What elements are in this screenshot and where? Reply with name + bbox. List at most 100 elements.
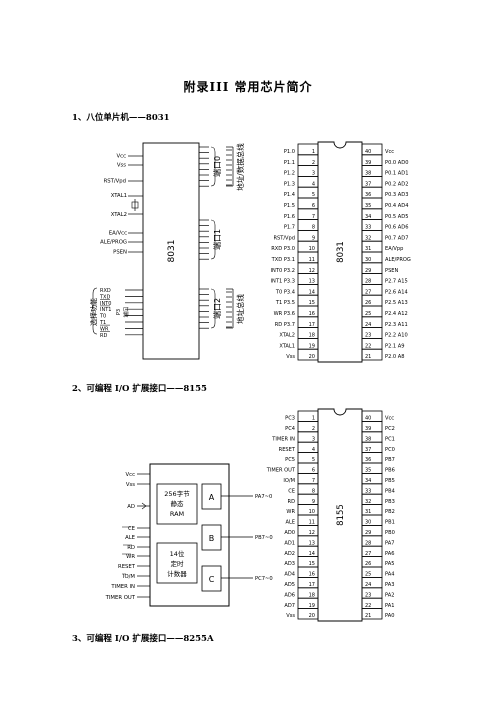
8155-pin-number: 7 <box>312 478 315 484</box>
brace <box>210 288 216 329</box>
8031-port3-label: P3 <box>116 309 122 315</box>
8031-pin-label-left: RD P3.7 <box>275 322 295 328</box>
8031-package-name: 8031 <box>336 241 346 263</box>
8155-pin-box <box>297 441 319 454</box>
8031-signal-label: Vcc <box>117 154 127 160</box>
8031-pin-number: 39 <box>365 160 371 166</box>
8031-pin-label-right: P2.1 A9 <box>385 343 405 349</box>
8155-pin-number: 10 <box>309 509 315 515</box>
8031-logic-name: 8031 <box>167 240 177 263</box>
8031-pin-number: 6 <box>312 203 315 209</box>
brace <box>210 146 216 187</box>
8031-port0-bus-label: 地址/数据总线 <box>235 143 245 191</box>
8031-pin-number: 25 <box>365 311 371 317</box>
8031-pin-number: 12 <box>309 268 315 274</box>
8155-pin-number: 40 <box>365 416 371 422</box>
8031-pin-number: 31 <box>365 246 371 252</box>
8031-pin-box <box>297 165 319 177</box>
8155-pin-number: 15 <box>309 561 315 567</box>
8155-pin-label-left: WR <box>286 509 295 515</box>
8155-pin-box <box>297 452 319 464</box>
8031-pin-label-right: PSEN <box>385 268 399 274</box>
8031-pin-box <box>297 143 319 156</box>
8155-pin-number: 2 <box>312 426 315 432</box>
section-heading-8255a: 3、可编程 I/O 扩展接口——8255A <box>72 634 214 644</box>
8031-pin-box <box>297 186 319 199</box>
timer-block-label: 定时 <box>171 559 185 568</box>
8155-pin-box <box>361 608 383 620</box>
8031-pin-label-right: P2.7 A15 <box>385 279 408 285</box>
8155-pin-label-left: AD3 <box>284 561 295 567</box>
8031-pin-label-left: XTAL2 <box>279 333 295 339</box>
8031-port3-label: 端口 <box>122 306 130 317</box>
8155-pin-label-left: AD2 <box>284 551 295 557</box>
8155-pin-label-left: TIMER OUT <box>266 468 296 474</box>
8155-input-label: TIMER IN <box>110 584 135 590</box>
8031-signal-label: PSEN <box>113 250 127 256</box>
8155-package-name: 8155 <box>336 504 346 526</box>
8155-pin-number: 19 <box>309 603 315 609</box>
8031-pin-number: 28 <box>365 279 371 285</box>
8031-pin-number: 2 <box>312 160 315 166</box>
8155-pin-number: 13 <box>309 540 315 546</box>
port-block-B <box>201 524 222 551</box>
8031-pin-label-left: INT1 P3.3 <box>271 279 295 285</box>
8031-pin-number: 29 <box>365 268 371 274</box>
ram-block-label: RAM <box>170 510 184 518</box>
8155-pin-label-left: RD <box>288 499 296 505</box>
8031-pin-label-left: P1.5 <box>284 203 295 209</box>
8155-pin-box <box>297 472 319 485</box>
8031-pin-number: 23 <box>365 333 371 339</box>
8031-pin-number: 30 <box>365 257 371 263</box>
8155-pin-label-right: PB2 <box>385 509 395 515</box>
8031-pin-box <box>297 175 319 188</box>
8155-pin-label-right: PC2 <box>385 426 395 432</box>
8155-pin-number: 28 <box>365 540 371 546</box>
8155-pin-number: 25 <box>365 572 371 578</box>
8031-pin-number: 26 <box>365 300 371 306</box>
8155-pin-number: 6 <box>312 468 315 474</box>
8155-input-label: RESET <box>118 564 136 570</box>
8031-pin-label-left: P1.2 <box>284 171 295 177</box>
8155-pin-number: 33 <box>365 488 371 494</box>
8031-pin-label-left: P1.0 <box>284 149 295 155</box>
8031-signal-label: EA/Vcc <box>109 231 127 237</box>
8031-pin-number: 37 <box>365 181 371 187</box>
8155-pin-label-right: PA4 <box>385 572 394 578</box>
8155-input-label: IO/M <box>123 574 136 580</box>
8155-pin-label-left: AD4 <box>284 572 295 578</box>
8031-alt-function-side-label: 选择功能 <box>89 298 98 326</box>
8031-pin-label-right: P0.3 AD3 <box>385 192 408 198</box>
8031-pin-box <box>297 208 319 221</box>
8031-signal-label: Vss <box>117 163 126 169</box>
8031-alt-function-label: T0 <box>99 314 106 320</box>
8155-pin-number: 4 <box>312 447 315 453</box>
8155-pin-label-left: PC5 <box>285 457 295 463</box>
8031-alt-function-label: RD <box>100 333 107 339</box>
8031-pin-number: 19 <box>309 343 315 349</box>
8031-alt-function-label: INT0 <box>100 301 111 307</box>
8031-pin-number: 35 <box>365 203 371 209</box>
8031-pin-label-left: P1.3 <box>284 181 295 187</box>
8031-pin-number: 32 <box>365 235 371 241</box>
8031-pin-box <box>297 348 319 361</box>
8155-pin-label-right: PB6 <box>385 468 395 474</box>
8031-pin-label-left: RXD P3.0 <box>271 246 295 252</box>
8155-pin-box <box>297 608 319 620</box>
8031-pin-label-right: P2.0 A8 <box>385 354 405 360</box>
8031-pin-label-left: T0 P3.4 <box>275 289 295 295</box>
port-block-label: B <box>209 534 215 543</box>
8155-pin-label-left: AD6 <box>284 592 295 598</box>
8155-pin-label-right: PA6 <box>385 551 394 557</box>
8031-pin-box <box>297 219 319 231</box>
8155-pin-number: 27 <box>365 551 371 557</box>
8155-input-label: Vcc <box>126 472 136 478</box>
crystal-symbol <box>131 201 139 209</box>
8155-pin-label-left: Vss <box>286 613 295 619</box>
8031-pin-label-right: Vcc <box>385 149 394 155</box>
section-heading-8031: 1、八位单片机——8031 <box>72 113 170 123</box>
8155-pin-label-right: PB0 <box>385 530 395 536</box>
8031-pin-label-right: P0.1 AD1 <box>385 171 408 177</box>
bus-arrow <box>141 502 147 510</box>
8031-pin-label-left: INT0 P3.2 <box>271 268 295 274</box>
